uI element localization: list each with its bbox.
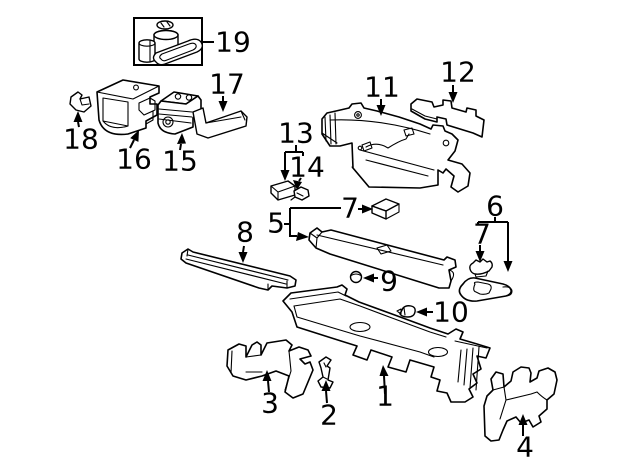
leader-lines-layer bbox=[73, 41, 528, 436]
callout-16-label: 16 bbox=[116, 143, 152, 176]
callout-7-left-label: 7 bbox=[341, 192, 359, 225]
callout-17-label: 17 bbox=[209, 68, 245, 101]
part-5-drawing bbox=[308, 227, 457, 289]
part-13-drawing bbox=[270, 180, 296, 201]
callout-15-label: 15 bbox=[162, 145, 198, 178]
callout-16-leader bbox=[129, 139, 135, 149]
callout-2-arrowhead bbox=[321, 380, 331, 391]
callout-13-label: 13 bbox=[278, 117, 314, 150]
part-18-drawing bbox=[69, 91, 92, 113]
part-12-drawing bbox=[410, 98, 485, 138]
callout-18-leader bbox=[77, 121, 80, 128]
part-7-right-drawing bbox=[469, 258, 493, 278]
callout-13-arrowhead bbox=[280, 170, 290, 181]
callout-18-label: 18 bbox=[63, 123, 99, 156]
callout-16-arrowhead bbox=[130, 130, 139, 142]
callout-6-leader bbox=[477, 217, 509, 261]
callout-5-leader bbox=[284, 207, 341, 237]
callout-1-leader bbox=[383, 375, 386, 395]
callout-6-label: 6 bbox=[486, 190, 504, 223]
callout-14-leader bbox=[298, 177, 302, 182]
callout-1-arrowhead bbox=[379, 365, 389, 376]
part-6-drawing bbox=[458, 277, 513, 302]
callout-3-label: 3 bbox=[261, 387, 279, 420]
callout-3-arrowhead bbox=[262, 370, 272, 381]
callout-3-leader bbox=[267, 380, 270, 393]
callout-6-arrowhead bbox=[503, 261, 513, 272]
part-9-drawing bbox=[349, 270, 363, 284]
callout-12-arrowhead bbox=[448, 92, 458, 103]
part-15-drawing bbox=[157, 91, 202, 135]
callout-2-label: 2 bbox=[320, 399, 338, 432]
part-17-drawing bbox=[192, 107, 248, 139]
callout-11-label: 11 bbox=[364, 71, 400, 104]
callout-15-arrowhead bbox=[177, 133, 186, 144]
callout-12-label: 12 bbox=[440, 56, 476, 89]
callout-7-right-arrowhead bbox=[475, 251, 485, 262]
callout-4-label: 4 bbox=[516, 431, 534, 464]
part-8-drawing bbox=[180, 248, 297, 291]
callout-13-leader bbox=[284, 145, 304, 170]
part-4-drawing bbox=[483, 366, 558, 442]
callout-7-right-label: 7 bbox=[473, 218, 491, 251]
callout-9-label: 9 bbox=[380, 265, 398, 298]
part-1-drawing bbox=[282, 284, 491, 403]
callout-19-label: 19 bbox=[215, 26, 251, 59]
part-11-drawing bbox=[321, 102, 471, 193]
callout-7-left-arrowhead bbox=[362, 204, 373, 214]
part-10-drawing bbox=[396, 305, 416, 318]
callout-5-arrowhead bbox=[296, 232, 309, 241]
callout-15-leader bbox=[179, 143, 182, 151]
callout-labels-layer: 1 2 3 4 5 6 7 7 8 9 10 11 12 13 14 15 16… bbox=[63, 26, 534, 464]
callout-17-arrowhead bbox=[218, 101, 228, 112]
callout-8-label: 8 bbox=[236, 216, 254, 249]
callout-11-arrowhead bbox=[376, 105, 386, 116]
callout-10-label: 10 bbox=[433, 296, 469, 329]
part-7-left-drawing bbox=[371, 198, 400, 220]
callout-14-arrowhead bbox=[293, 180, 302, 190]
callout-10-arrowhead bbox=[416, 307, 427, 317]
callout-1-label: 1 bbox=[376, 380, 394, 413]
parts-layer bbox=[69, 17, 558, 442]
callout-4-arrowhead bbox=[518, 414, 528, 425]
part-19-drawing bbox=[133, 17, 204, 66]
part-3-drawing bbox=[226, 339, 314, 399]
callout-2-leader bbox=[325, 390, 328, 404]
part-14-drawing bbox=[290, 186, 310, 201]
callout-18-arrowhead bbox=[73, 111, 83, 122]
part-2-drawing bbox=[317, 356, 334, 389]
part-16-drawing bbox=[96, 79, 160, 136]
callout-8-leader bbox=[242, 245, 245, 253]
callout-14-label: 14 bbox=[289, 151, 325, 184]
callout-8-arrowhead bbox=[238, 252, 248, 263]
callout-9-arrowhead bbox=[363, 273, 374, 283]
callout-5-label: 5 bbox=[267, 207, 285, 240]
